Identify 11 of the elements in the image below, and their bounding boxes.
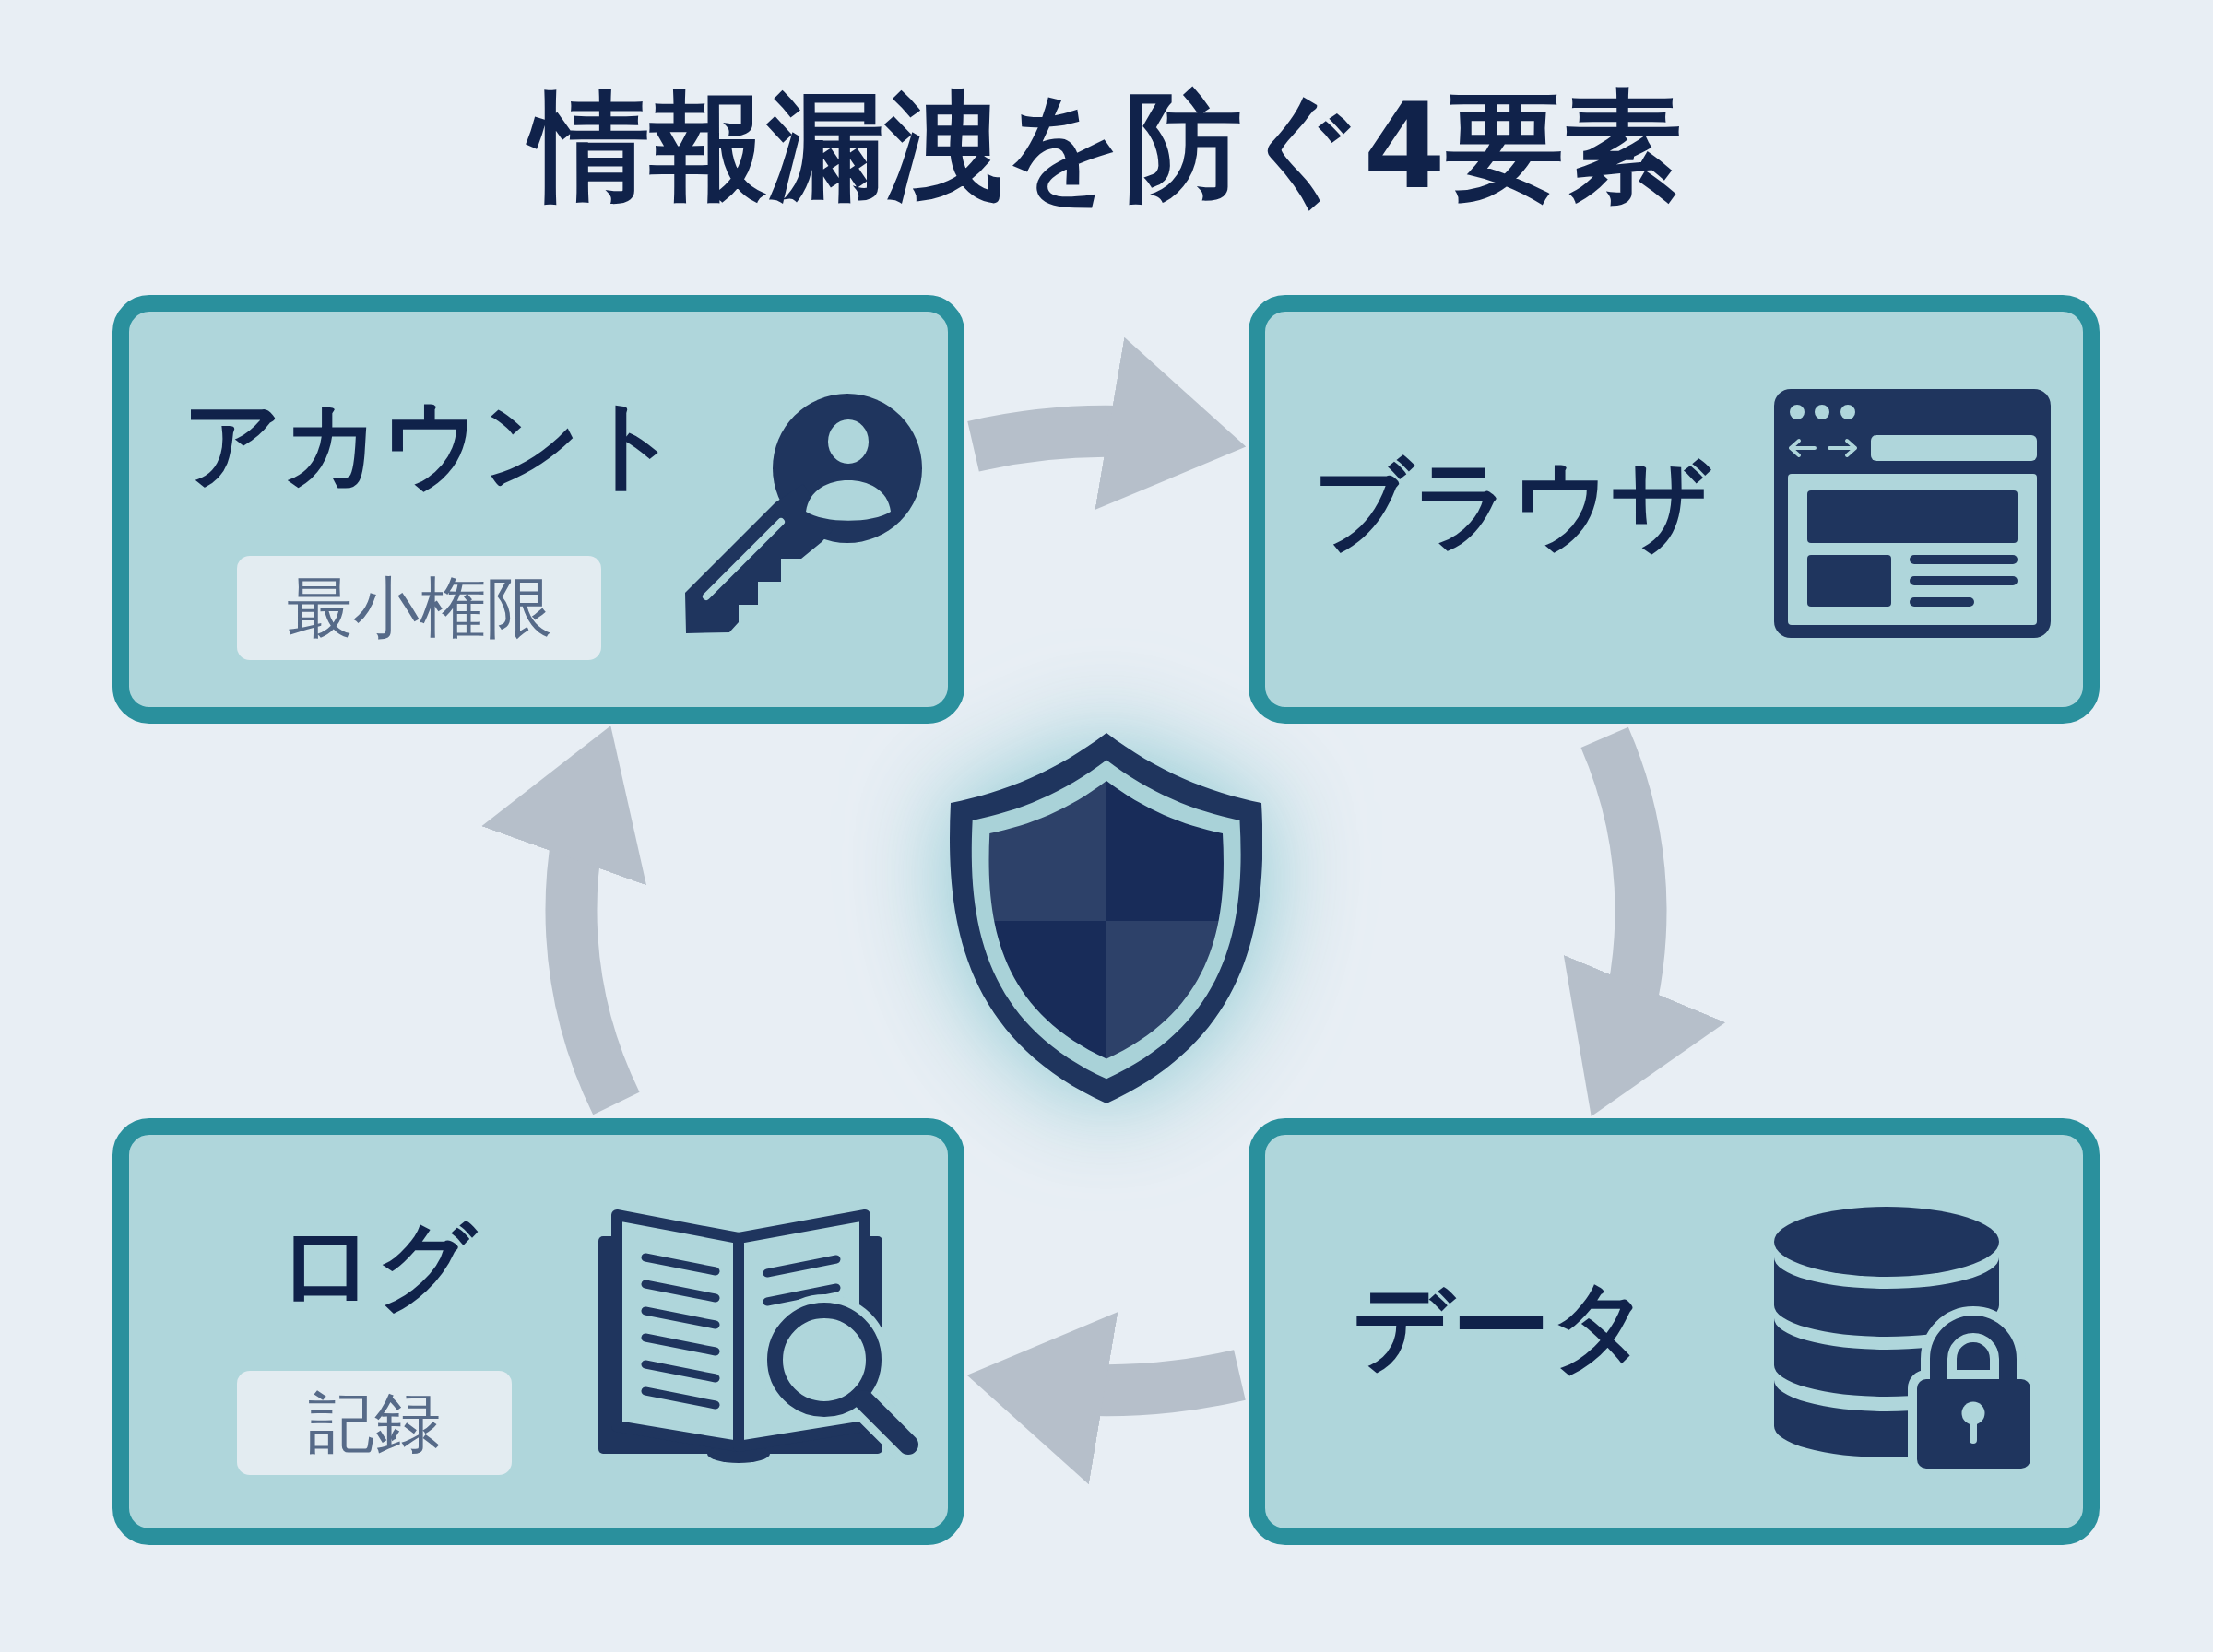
- category-card: [112, 1118, 964, 1545]
- category-card: [1249, 1118, 2100, 1545]
- keyword-tag: 最小権限: [237, 556, 601, 660]
- category-card: [112, 295, 964, 724]
- card-heading: アカウント: [183, 386, 680, 502]
- card-heading: ログ: [277, 1208, 476, 1324]
- card-heading: データ: [1353, 1268, 1650, 1385]
- card-heading: ブラウザ: [1313, 447, 1711, 563]
- category-card: [1249, 295, 2100, 724]
- keyword-tag: 記録: [237, 1371, 512, 1475]
- diagram-title: 情報漏洩を防ぐ4要素: [524, 70, 1689, 224]
